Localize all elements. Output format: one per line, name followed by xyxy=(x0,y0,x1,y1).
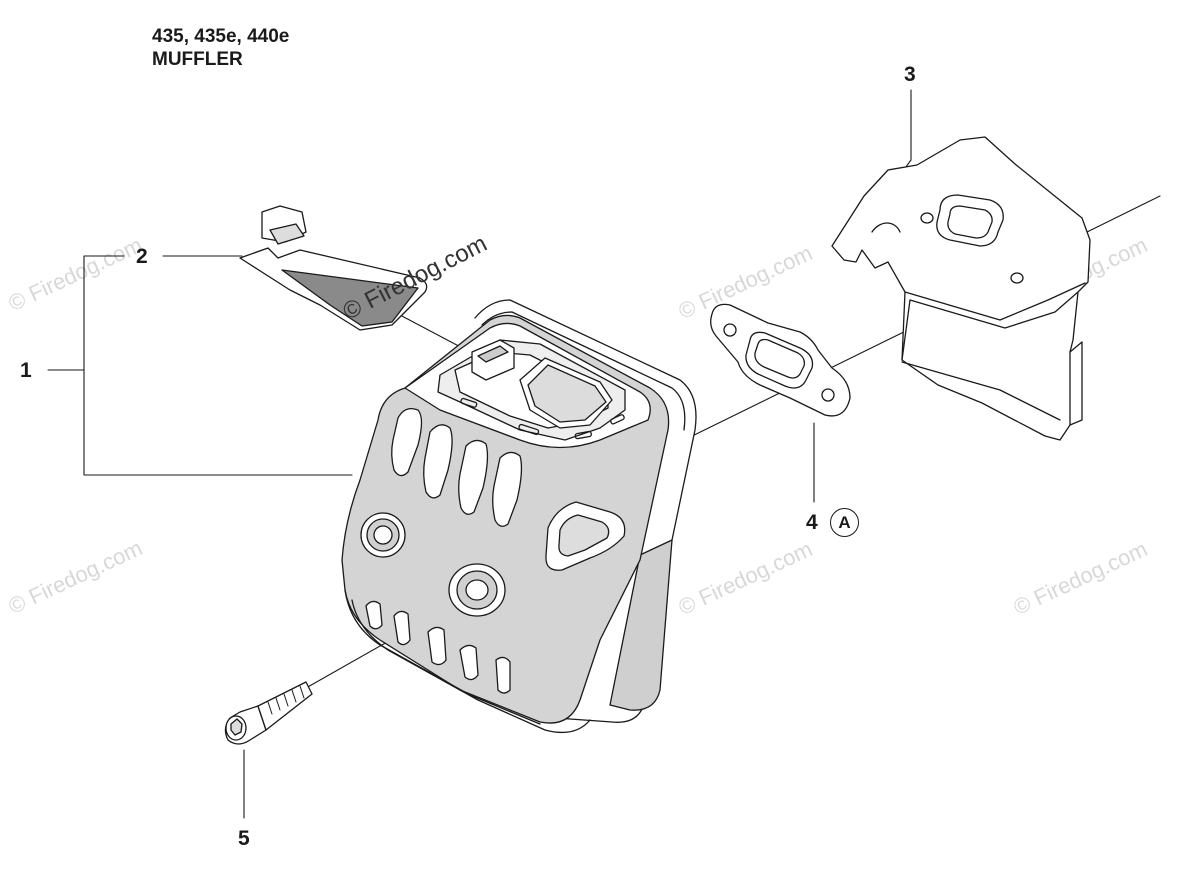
spark-arrestor-screen xyxy=(239,205,428,331)
model-numbers: 435, 435e, 440e xyxy=(152,26,290,47)
heat-shield-bracket xyxy=(831,136,1091,441)
socket-head-bolt xyxy=(224,681,313,745)
diagram-title-block: 435, 435e, 440e MUFFLER xyxy=(152,25,289,71)
callout-part-2[interactable]: 2 xyxy=(136,245,148,268)
section-title: MUFFLER xyxy=(152,49,243,70)
callout-part-4[interactable]: 4 xyxy=(806,511,818,534)
callout-part-3[interactable]: 3 xyxy=(904,63,916,86)
muffler-body xyxy=(341,299,697,734)
callout-part-1[interactable]: 1 xyxy=(20,359,32,382)
reference-marker-a: A xyxy=(830,508,859,537)
gasket xyxy=(710,303,851,417)
callout-part-5[interactable]: 5 xyxy=(238,827,250,850)
